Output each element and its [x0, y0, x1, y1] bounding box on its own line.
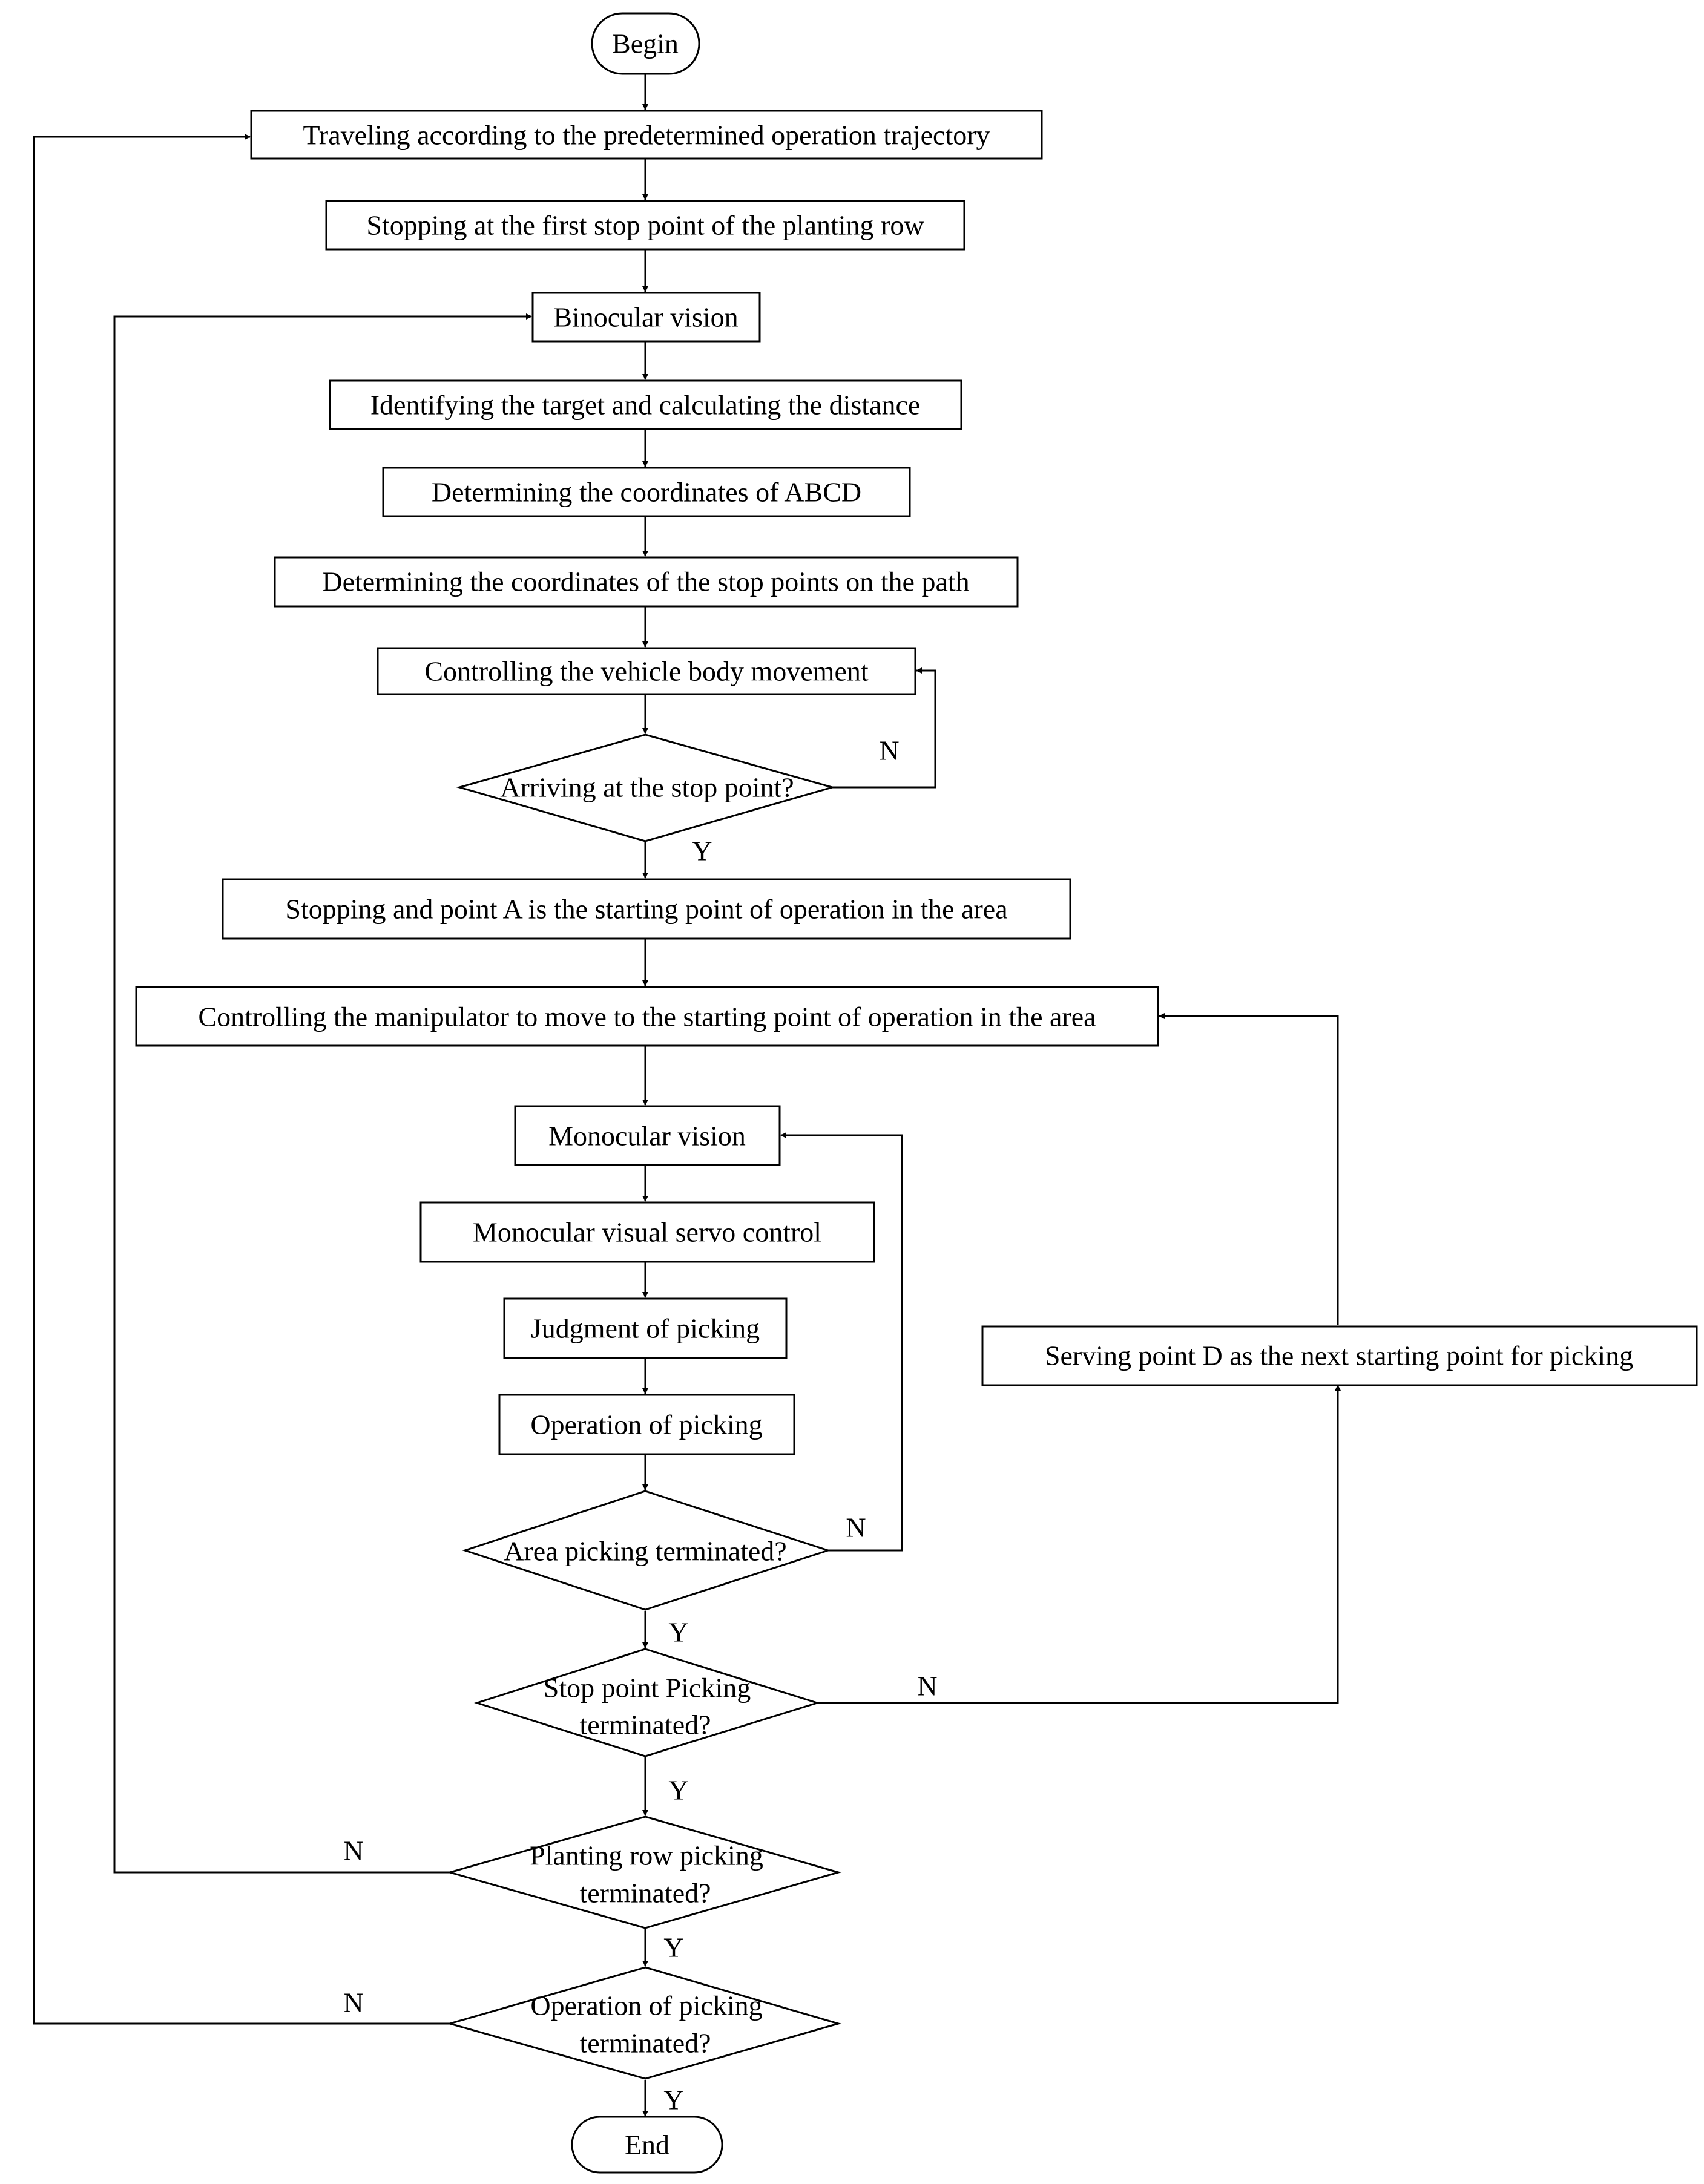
branch-label-area-yes: Y: [668, 1617, 688, 1648]
step-identifying-label: Identifying the target and calculating t…: [370, 390, 921, 421]
branch-label-arriving-yes: Y: [692, 836, 712, 867]
step-controlling-manipulator: Controlling the manipulator to move to t…: [135, 986, 1159, 1047]
decision-operation-terminated: Operation of picking terminated?: [446, 1966, 842, 2080]
branch-label-row-yes: Y: [663, 1932, 683, 1963]
branch-label-stop-point-no: N: [917, 1671, 937, 1702]
step-judgment-label: Judgment of picking: [531, 1313, 760, 1344]
branch-labels: N Y N Y N Y N Y N Y: [343, 735, 937, 2116]
branch-label-stop-point-yes: Y: [668, 1775, 688, 1806]
step-binocular-label: Binocular vision: [553, 302, 738, 333]
terminal-begin-label: Begin: [612, 28, 679, 59]
step-coords-abcd: Determining the coordinates of ABCD: [382, 467, 911, 517]
step-stopping-a: Stopping and point A is the starting poi…: [222, 878, 1071, 940]
decision-arriving-label: Arriving at the stop point?: [500, 772, 794, 803]
terminal-begin: Begin: [591, 12, 700, 75]
step-controlling-vehicle: Controlling the vehicle body movement: [377, 647, 916, 695]
decision-row-terminated-label-line1: Planting row picking: [530, 1840, 763, 1871]
step-coords-stops-label: Determining the coordinates of the stop …: [322, 566, 969, 597]
branch-label-operation-yes: Y: [663, 2085, 683, 2116]
step-monocular-vision-label: Monocular vision: [548, 1121, 746, 1152]
step-stopping-first-label: Stopping at the first stop point of the …: [366, 210, 924, 241]
decision-row-terminated-label-line2: terminated?: [579, 1878, 711, 1909]
step-binocular: Binocular vision: [531, 292, 761, 343]
decision-arriving: Arriving at the stop point?: [456, 733, 836, 842]
step-traveling-label: Traveling according to the predetermined…: [303, 120, 990, 151]
decision-stop-point-terminated-label-line2: terminated?: [579, 1710, 711, 1740]
terminal-end: End: [571, 2116, 723, 2174]
connector-stop-point-no-to-serving-d: [817, 1385, 1341, 1704]
step-identifying: Identifying the target and calculating t…: [329, 379, 962, 430]
step-coords-stops: Determining the coordinates of the stop …: [274, 556, 1019, 608]
decision-area-terminated-label: Area picking terminated?: [504, 1536, 786, 1567]
decision-stop-point-terminated-label-line1: Stop point Picking: [544, 1673, 751, 1704]
terminal-end-label: End: [625, 2130, 669, 2160]
step-servo: Monocular visual servo control: [419, 1201, 875, 1263]
branch-label-area-no: N: [846, 1512, 866, 1543]
connector-arriving-no-loop: [832, 667, 936, 789]
connector-serving-d-to-controlling-manipulator: [1159, 1013, 1339, 1325]
step-stopping-first: Stopping at the first stop point of the …: [325, 200, 965, 251]
branch-label-arriving-no: N: [879, 735, 899, 766]
decision-operation-terminated-label-line1: Operation of picking: [530, 1990, 762, 2021]
step-servo-label: Monocular visual servo control: [473, 1217, 821, 1248]
connector-row-terminated-no-loop: [113, 313, 532, 1874]
step-monocular-vision: Monocular vision: [514, 1105, 781, 1166]
decision-row-terminated: Planting row picking terminated?: [446, 1815, 842, 1929]
step-coords-abcd-label: Determining the coordinates of ABCD: [432, 477, 861, 508]
branch-label-row-no: N: [343, 1835, 363, 1866]
connector-operation-terminated-no-loop: [33, 134, 450, 2025]
step-serving-d: Serving point D as the next starting poi…: [981, 1325, 1698, 1386]
branch-label-operation-no: N: [343, 1987, 363, 2018]
step-controlling-manipulator-label: Controlling the manipulator to move to t…: [198, 1002, 1096, 1032]
step-judgment: Judgment of picking: [503, 1297, 788, 1359]
step-controlling-vehicle-label: Controlling the vehicle body movement: [424, 656, 869, 687]
step-traveling: Traveling according to the predetermined…: [250, 110, 1043, 160]
step-operation: Operation of picking: [498, 1394, 795, 1455]
step-stopping-a-label: Stopping and point A is the starting poi…: [285, 894, 1007, 925]
decision-stop-point-terminated: Stop point Picking terminated?: [474, 1648, 821, 1757]
decision-operation-terminated-label-line2: terminated?: [579, 2028, 711, 2059]
connectors: [33, 74, 1341, 2117]
decision-area-terminated: Area picking terminated?: [462, 1490, 831, 1611]
connector-area-terminated-no-loop: [780, 1132, 903, 1552]
step-operation-label: Operation of picking: [530, 1409, 762, 1440]
step-serving-d-label: Serving point D as the next starting poi…: [1045, 1340, 1633, 1371]
